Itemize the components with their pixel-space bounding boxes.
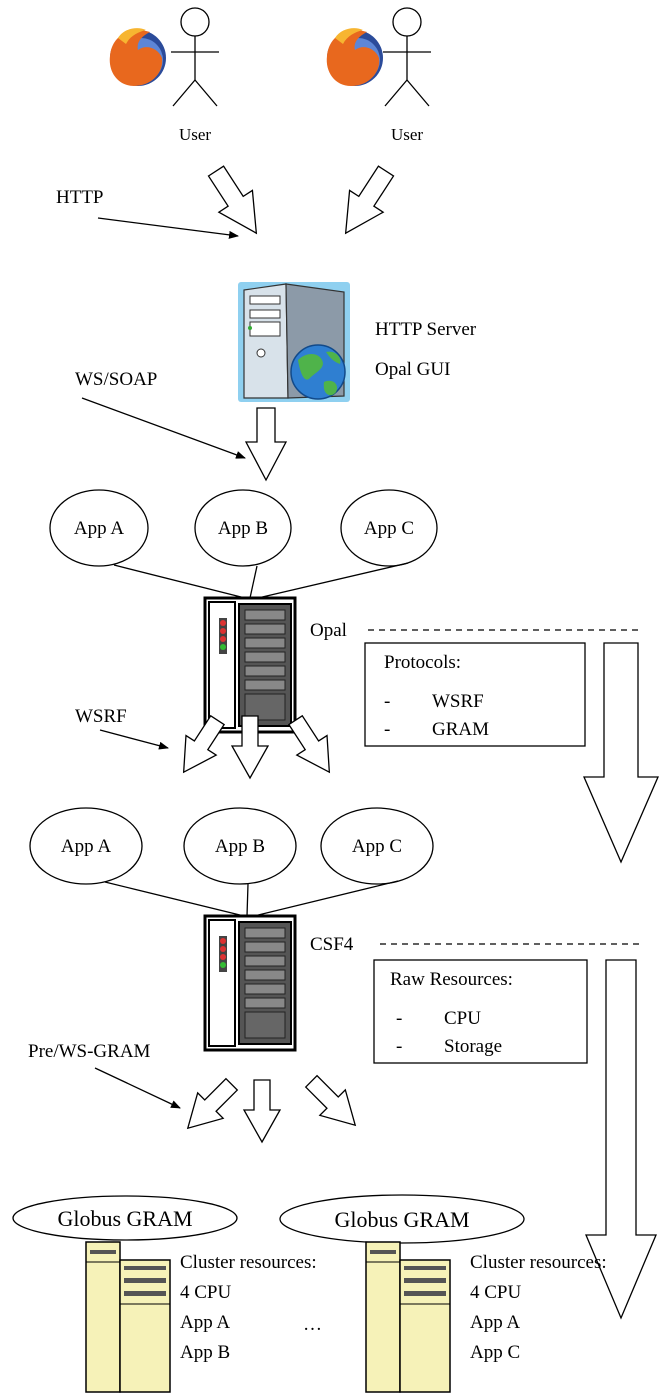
opal-label: Opal	[310, 620, 347, 641]
bullet-dash: -	[396, 1036, 402, 1057]
gram-label: Globus GRAM	[334, 1207, 469, 1232]
user-group-left: User	[109, 7, 219, 144]
globe-icon	[290, 344, 346, 400]
http-server-label: HTTP Server	[375, 319, 477, 340]
wsrf-pointer-line	[99, 729, 169, 750]
big-down-arrow-csf4	[585, 959, 657, 1320]
app-node	[183, 807, 297, 885]
app-label: App A	[74, 518, 124, 539]
http-label: HTTP	[56, 187, 104, 208]
http-pointer-line	[97, 217, 239, 239]
opal-protocols-box: Protocols: - WSRF - GRAM	[364, 642, 586, 747]
opal-gui-label: Opal GUI	[375, 359, 450, 380]
app-node	[29, 807, 143, 885]
protocol-item: WSRF	[432, 691, 484, 712]
opal-apps-row: App A App B App C	[49, 489, 438, 567]
connector-line	[249, 565, 258, 599]
web-server-icon	[238, 282, 350, 402]
cluster-computer-icon	[85, 1241, 171, 1393]
resource-item: Storage	[444, 1036, 502, 1057]
gram-label: Globus GRAM	[57, 1206, 192, 1231]
app-label: App A	[61, 836, 111, 857]
ws-soap-pointer-line	[81, 397, 246, 459]
user-group-right: User	[326, 7, 431, 144]
cluster-left: Globus GRAM Cluster resources: 4 CPU App…	[12, 1195, 317, 1393]
resource-item: CPU	[444, 1008, 481, 1029]
app-node	[194, 489, 292, 567]
app-node	[49, 489, 149, 567]
globus-gram-node	[279, 1194, 525, 1244]
arrow-opal-center	[230, 715, 270, 780]
connector-line	[104, 881, 245, 917]
cluster-resources-title: Cluster resources:	[470, 1252, 607, 1273]
user-stick-figure-icon	[383, 7, 431, 107]
arrow-csf4-right	[304, 1074, 357, 1127]
firefox-browser-icon	[326, 28, 383, 87]
globus-gram-node	[12, 1195, 238, 1241]
cluster-resource-line: App B	[180, 1342, 230, 1363]
firefox-browser-icon	[109, 28, 166, 87]
cluster-resource-line: 4 CPU	[180, 1282, 231, 1303]
csf4-apps-row-visible: App A App B App C	[29, 807, 434, 885]
app-node	[340, 489, 438, 567]
user-label: User	[391, 125, 423, 144]
csf4-raw-resources-box: Raw Resources: - CPU - Storage	[373, 959, 588, 1064]
cluster-right: Globus GRAM Cluster resources: 4 CPU App…	[279, 1194, 607, 1393]
ws-soap-label: WS/SOAP	[75, 369, 157, 390]
gram-pointer-line	[94, 1067, 181, 1109]
arrow-server-to-opal	[244, 407, 288, 482]
bullet-dash: -	[396, 1008, 402, 1029]
app-label: App C	[364, 518, 414, 539]
arrow-user-right-down	[344, 165, 395, 235]
cluster-resource-line: App C	[470, 1342, 520, 1363]
app-node	[320, 807, 434, 885]
big-down-arrow-opal	[583, 642, 659, 864]
connector-line	[113, 564, 246, 599]
bullet-dash: -	[384, 691, 390, 712]
wsrf-label: WSRF	[75, 706, 127, 727]
cluster-resources-title: Cluster resources:	[180, 1252, 317, 1273]
raw-resources-title: Raw Resources:	[390, 969, 513, 990]
ellipsis: …	[303, 1314, 322, 1335]
app-label: App C	[352, 836, 402, 857]
arrow-user-left-down	[207, 165, 258, 235]
protocols-title: Protocols:	[384, 652, 461, 673]
bullet-dash: -	[384, 719, 390, 740]
connector-line	[253, 880, 399, 917]
user-label: User	[179, 125, 211, 144]
cluster-computer-icon	[365, 1241, 451, 1393]
arrow-csf4-center	[242, 1079, 282, 1144]
connector-line	[246, 883, 249, 917]
arrow-opal-left	[182, 714, 226, 774]
arrow-opal-right	[287, 714, 331, 774]
user-stick-figure-icon	[171, 7, 219, 107]
cluster-resource-line: 4 CPU	[470, 1282, 521, 1303]
rack-server-icon	[203, 914, 297, 1052]
protocol-item: GRAM	[432, 719, 489, 740]
csf4-label: CSF4	[310, 934, 354, 955]
connector-line	[257, 562, 409, 599]
cluster-resource-line: App A	[180, 1312, 230, 1333]
arrow-csf4-left	[186, 1077, 239, 1130]
cluster-resource-line: App A	[470, 1312, 520, 1333]
rack-server-icon	[203, 596, 297, 734]
app-label: App B	[215, 836, 265, 857]
app-label: App B	[218, 518, 268, 539]
pre-ws-gram-label: Pre/WS-GRAM	[28, 1041, 151, 1062]
